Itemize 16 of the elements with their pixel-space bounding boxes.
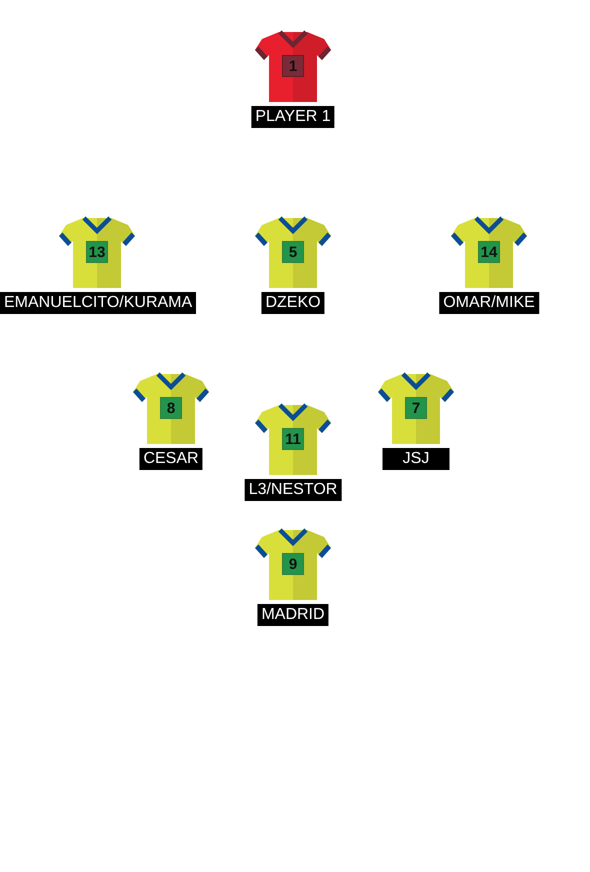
jersey-number: 9: [282, 553, 304, 575]
player-name-label: CESAR: [139, 448, 203, 470]
jersey-number: 7: [405, 397, 427, 419]
player-name-label: EMANUELCITO/KURAMA: [0, 292, 196, 314]
jersey-number: 13: [86, 241, 108, 263]
player-name-label: PLAYER 1: [251, 106, 335, 128]
player-name-label: L3/NESTOR: [244, 479, 342, 501]
jersey-number: 5: [282, 241, 304, 263]
player-name-label: OMAR/MIKE: [439, 292, 539, 314]
player-name-label: DZEKO: [261, 292, 325, 314]
jersey-number: 1: [282, 55, 304, 77]
jersey-number: 14: [478, 241, 500, 263]
jersey-number: 8: [160, 397, 182, 419]
player-name-label: JSJ: [382, 448, 450, 470]
player-name-label: MADRID: [257, 604, 329, 626]
jersey-number: 11: [282, 428, 304, 450]
